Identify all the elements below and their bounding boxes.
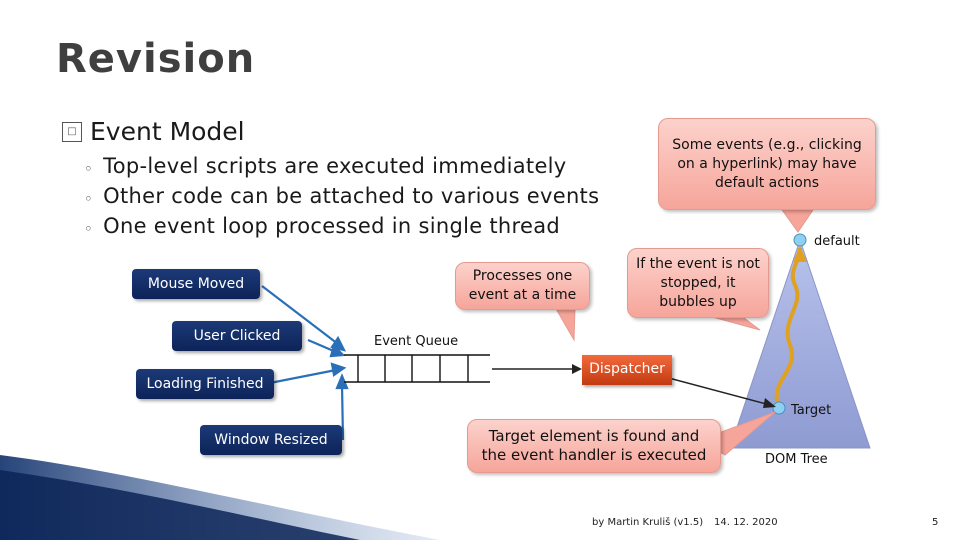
- dom-tree-triangle: [729, 238, 871, 449]
- bullet-text: Event Model: [90, 117, 245, 146]
- dispatcher-box: Dispatcher: [582, 355, 672, 385]
- sub-marker: ◦: [84, 220, 94, 238]
- default-node: [793, 233, 807, 247]
- source-user-clicked: User Clicked: [172, 321, 302, 351]
- sub-marker: ◦: [84, 190, 94, 208]
- sub-bullet: ◦ One event loop processed in single thr…: [84, 214, 560, 244]
- source-window-resized: Window Resized: [200, 425, 342, 455]
- callout-target: Target element is found and the event ha…: [467, 419, 721, 473]
- default-label: default: [814, 234, 860, 249]
- dom-tree-label: DOM Tree: [765, 452, 828, 467]
- bullet-event-model: □ Event Model: [62, 117, 245, 146]
- page-number: 5: [932, 517, 939, 528]
- event-queue: [344, 354, 490, 383]
- callout-processes: Processes one event at a time: [455, 262, 590, 310]
- footer-date: 14. 12. 2020: [714, 517, 778, 528]
- source-mouse-moved: Mouse Moved: [132, 269, 260, 299]
- bubble-path: [774, 247, 802, 406]
- sub-marker: ◦: [84, 160, 94, 178]
- sub-bullet-text: One event loop processed in single threa…: [103, 214, 561, 238]
- callout-bubbles: If the event is not stopped, it bubbles …: [627, 248, 769, 318]
- sub-bullet-text: Top-level scripts are executed immediate…: [103, 154, 567, 178]
- target-label: Target: [791, 403, 832, 418]
- sub-bullet-text: Other code can be attached to various ev…: [103, 184, 600, 208]
- slide-title: Revision: [56, 36, 256, 82]
- source-loading-finished: Loading Finished: [136, 369, 274, 399]
- event-queue-label: Event Queue: [374, 334, 459, 349]
- target-node: [772, 401, 786, 415]
- footer-author: by Martin Kruliš (v1.5): [592, 517, 704, 528]
- callout-default: Some events (e.g., clicking on a hyperli…: [658, 118, 876, 210]
- sub-bullet: ◦ Other code can be attached to various …: [84, 184, 599, 214]
- sub-bullet: ◦ Top-level scripts are executed immedia…: [84, 154, 567, 184]
- bullet-marker: □: [62, 121, 82, 142]
